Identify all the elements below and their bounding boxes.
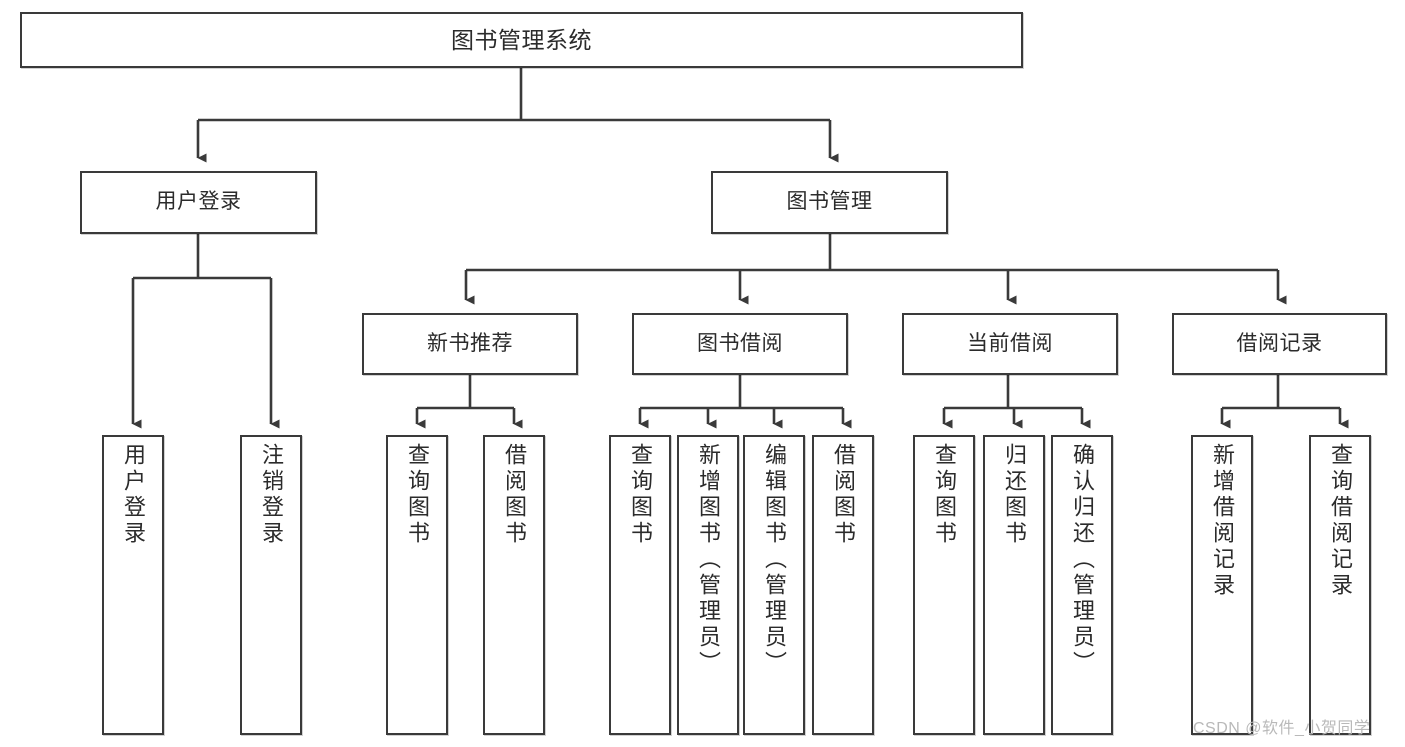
- leaf-current-borrow-query[interactable]: 查询图书: [913, 435, 975, 735]
- node-book-borrow[interactable]: 图书借阅: [632, 313, 848, 375]
- leaf-current-borrow-return[interactable]: 归还图书: [983, 435, 1045, 735]
- node-new-book-recommend[interactable]: 新书推荐: [362, 313, 578, 375]
- leaf-current-borrow-query-label: 查询图书: [932, 443, 957, 547]
- leaf-new-book-borrow-label: 借阅图书: [502, 443, 527, 547]
- leaf-new-book-query[interactable]: 查询图书: [386, 435, 448, 735]
- leaf-user-login-signin[interactable]: 用户登录: [102, 435, 164, 735]
- node-borrow-record[interactable]: 借阅记录: [1172, 313, 1387, 375]
- node-current-borrow[interactable]: 当前借阅: [902, 313, 1118, 375]
- leaf-borrow-record-query-label: 查询借阅记录: [1328, 443, 1353, 599]
- leaf-new-book-borrow[interactable]: 借阅图书: [483, 435, 545, 735]
- leaf-book-borrow-add[interactable]: 新增图书（管理员）: [677, 435, 739, 735]
- node-user-login[interactable]: 用户登录: [80, 171, 317, 234]
- leaf-book-borrow-edit-label: 编辑图书（管理员）: [762, 443, 787, 677]
- node-book-management[interactable]: 图书管理: [711, 171, 948, 234]
- leaf-book-borrow-lend-label: 借阅图书: [831, 443, 856, 547]
- leaf-user-login-signin-label: 用户登录: [121, 443, 146, 547]
- leaf-current-borrow-confirm[interactable]: 确认归还（管理员）: [1051, 435, 1113, 735]
- node-user-login-label: 用户登录: [155, 190, 242, 214]
- leaf-book-borrow-query-label: 查询图书: [628, 443, 653, 547]
- leaf-borrow-record-add[interactable]: 新增借阅记录: [1191, 435, 1253, 735]
- node-book-borrow-label: 图书借阅: [697, 331, 783, 355]
- node-root-label: 图书管理系统: [451, 26, 592, 53]
- leaf-current-borrow-confirm-label: 确认归还（管理员）: [1070, 443, 1095, 677]
- node-borrow-record-label: 借阅记录: [1236, 331, 1323, 355]
- leaf-book-borrow-query[interactable]: 查询图书: [609, 435, 671, 735]
- leaf-book-borrow-edit[interactable]: 编辑图书（管理员）: [743, 435, 805, 735]
- leaf-current-borrow-return-label: 归还图书: [1002, 443, 1027, 547]
- leaf-user-login-signout-label: 注销登录: [259, 443, 284, 547]
- node-current-borrow-label: 当前借阅: [967, 331, 1053, 355]
- node-book-management-label: 图书管理: [786, 190, 873, 214]
- leaf-user-login-signout[interactable]: 注销登录: [240, 435, 302, 735]
- leaf-borrow-record-query[interactable]: 查询借阅记录: [1309, 435, 1371, 735]
- leaf-book-borrow-add-label: 新增图书（管理员）: [696, 443, 721, 677]
- node-new-book-recommend-label: 新书推荐: [427, 331, 513, 355]
- leaf-book-borrow-lend[interactable]: 借阅图书: [812, 435, 874, 735]
- leaf-borrow-record-add-label: 新增借阅记录: [1210, 443, 1235, 599]
- csdn-watermark: CSDN @软件_小贺同学: [1193, 720, 1371, 737]
- leaf-new-book-query-label: 查询图书: [405, 443, 430, 547]
- node-root[interactable]: 图书管理系统: [20, 12, 1023, 68]
